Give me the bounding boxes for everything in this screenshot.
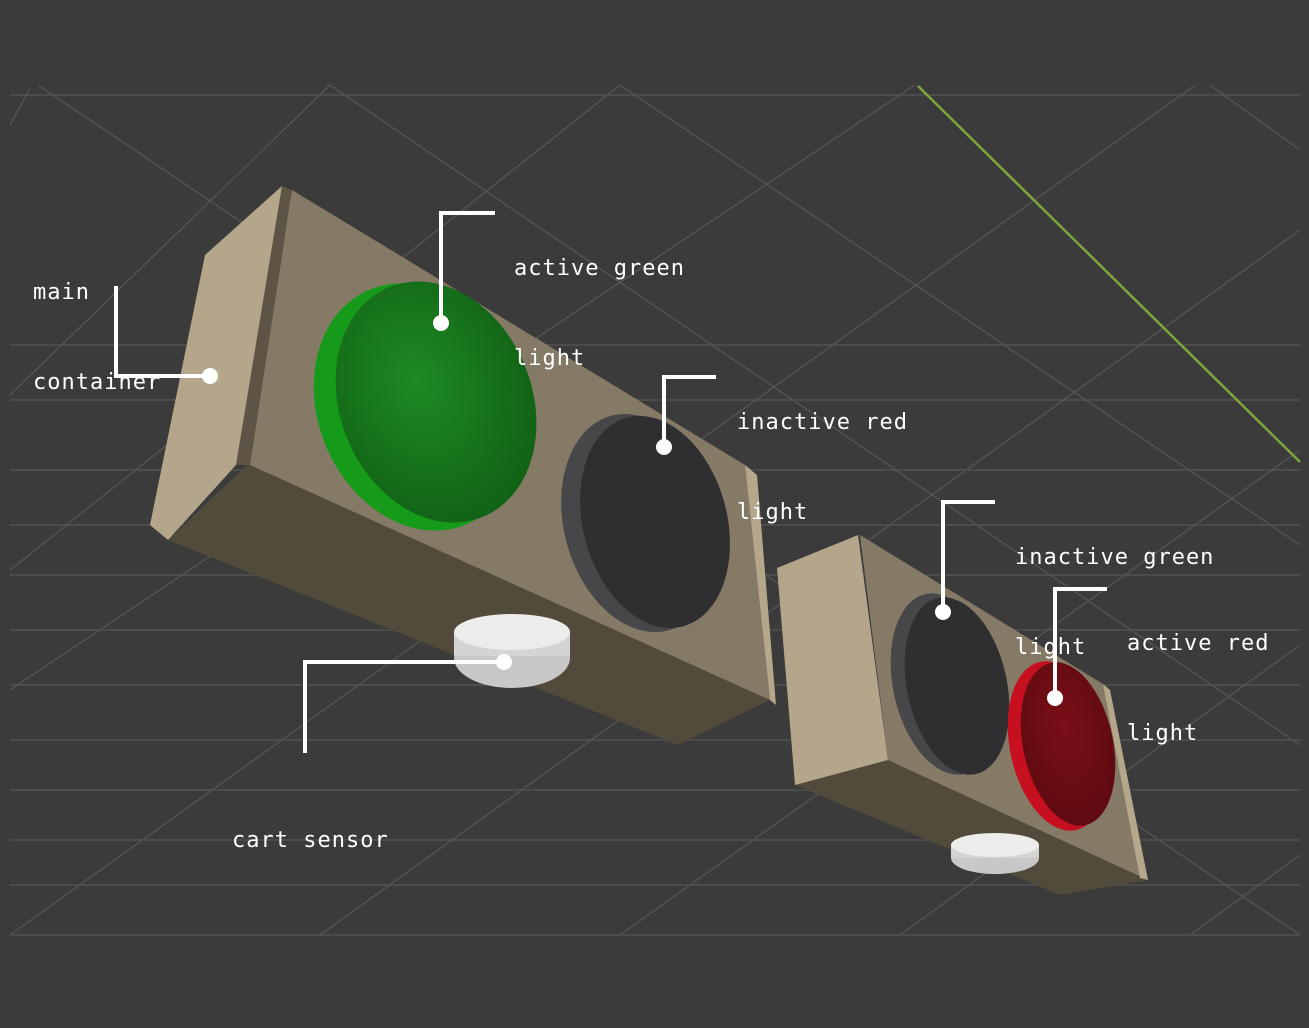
label-cart-sensor: cart sensor (232, 766, 389, 916)
small-housing-side (777, 535, 888, 785)
label-line: active red (1127, 631, 1270, 656)
label-line: main (33, 280, 90, 305)
label-active-red: active red light (1127, 569, 1269, 809)
active-green-light (313, 281, 537, 531)
label-active-green: active green light (514, 194, 685, 434)
label-inactive-red: inactive red light (737, 348, 908, 588)
leader-dots (202, 315, 1063, 706)
housing-bevel-edge (236, 186, 292, 465)
small-housing-bottom (795, 758, 1148, 895)
dot-main-container (202, 368, 218, 384)
leader-active-green (439, 211, 495, 323)
label-line: active green (514, 256, 685, 281)
active-red-light (1007, 661, 1116, 831)
inactive-green-light (890, 593, 1010, 775)
housing-bottom-face (168, 462, 770, 745)
label-main-container: main container (33, 218, 161, 458)
label-line: inactive green (1015, 545, 1215, 570)
dot-inactive-red (656, 439, 672, 455)
leader-inactive-green (941, 500, 995, 612)
dot-cart-sensor (496, 654, 512, 670)
label-line: light (1127, 721, 1199, 746)
small-housing-rim (1103, 684, 1148, 880)
leader-inactive-red (662, 375, 716, 447)
label-inactive-green: inactive green light (1015, 483, 1214, 723)
housing-side-face (150, 186, 292, 540)
leader-active-red (1053, 587, 1107, 698)
label-line: container (33, 370, 162, 395)
cart-sensor (454, 614, 570, 688)
leader-lines (114, 211, 1107, 753)
dot-inactive-green (935, 604, 951, 620)
label-line: inactive red (737, 410, 908, 435)
dot-active-green (433, 315, 449, 331)
y-axis-line (917, 85, 1301, 463)
label-line: light (1015, 635, 1087, 660)
dot-active-red (1047, 690, 1063, 706)
leader-main-container (114, 286, 210, 378)
leader-cart-sensor (303, 660, 504, 753)
housing-front-rim (745, 465, 776, 705)
label-line: light (514, 346, 586, 371)
label-line: light (737, 500, 809, 525)
small-cart-sensor (951, 833, 1039, 874)
label-line: cart sensor (232, 828, 389, 853)
inactive-red-light (561, 413, 730, 633)
